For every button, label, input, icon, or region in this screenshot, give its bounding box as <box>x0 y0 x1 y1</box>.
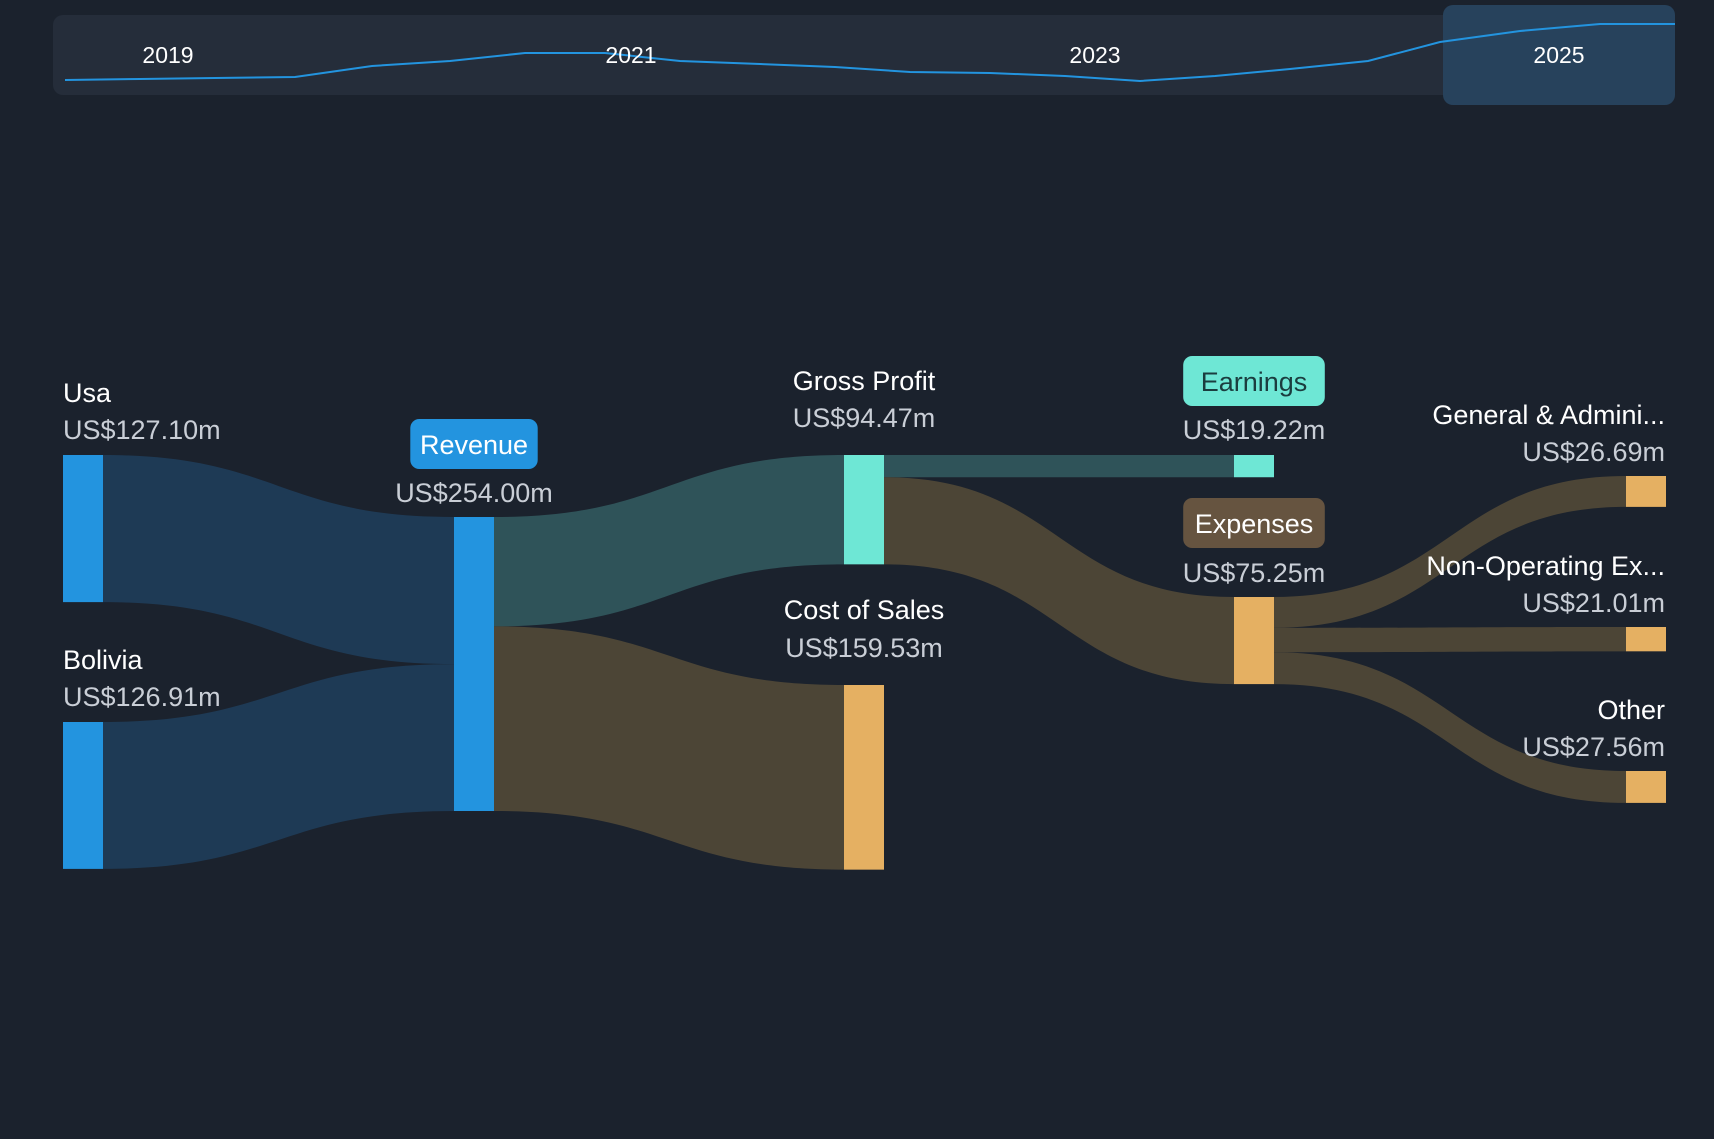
timeline-year-2025[interactable]: 2025 <box>1533 42 1584 68</box>
badge-revenue <box>410 419 538 469</box>
badge-earnings <box>1183 356 1325 406</box>
label-gross_profit-name: Gross Profit <box>793 366 936 396</box>
label-cost_of_sales-value: US$159.53m <box>785 633 943 663</box>
label-expenses-name: Expenses <box>1195 509 1314 539</box>
sankey-labels: UsaUS$127.10mBoliviaUS$126.91mRevenueUS$… <box>63 356 1665 762</box>
node-general_admin-bar[interactable] <box>1626 476 1666 507</box>
label-bolivia-name: Bolivia <box>63 645 144 675</box>
link-expenses-to-other <box>1274 652 1626 803</box>
link-gross_profit-to-expenses <box>884 477 1234 685</box>
badge-expenses <box>1183 498 1325 548</box>
label-general_admin-name: General & Admini... <box>1432 400 1665 430</box>
sankey-nodes <box>63 455 1666 870</box>
label-non_operating-value: US$21.01m <box>1522 588 1665 618</box>
timeline-year-2021[interactable]: 2021 <box>605 42 656 68</box>
label-earnings-name: Earnings <box>1201 367 1308 397</box>
label-general_admin-value: US$26.69m <box>1522 437 1665 467</box>
timeline-background <box>53 15 1675 95</box>
timeline-year-2023[interactable]: 2023 <box>1069 42 1120 68</box>
node-non_operating-bar[interactable] <box>1626 627 1666 652</box>
sankey-links <box>103 455 1626 870</box>
node-revenue-bar[interactable] <box>454 517 494 811</box>
label-gross_profit-value: US$94.47m <box>793 403 936 433</box>
label-other-name: Other <box>1597 695 1665 725</box>
label-cost_of_sales-name: Cost of Sales <box>784 595 945 625</box>
label-revenue-value: US$254.00m <box>395 478 553 508</box>
node-expenses-bar[interactable] <box>1234 597 1274 685</box>
node-other-bar[interactable] <box>1626 771 1666 803</box>
node-cost_of_sales-bar[interactable] <box>844 685 884 870</box>
link-gross_profit-to-earnings <box>884 455 1234 478</box>
label-non_operating-name: Non-Operating Ex... <box>1426 551 1665 581</box>
timeline-selected-range[interactable] <box>1443 5 1675 105</box>
node-earnings-bar[interactable] <box>1234 455 1274 478</box>
link-expenses-to-general_admin <box>1274 476 1626 628</box>
node-gross_profit-bar[interactable] <box>844 455 884 565</box>
label-expenses-value: US$75.25m <box>1183 558 1326 588</box>
timeline-trend-line <box>64 23 1675 83</box>
link-revenue-to-cost_of_sales <box>494 626 844 870</box>
timeline-year-2019[interactable]: 2019 <box>142 42 193 68</box>
label-usa-value: US$127.10m <box>63 415 221 445</box>
label-usa-name: Usa <box>63 378 112 408</box>
label-earnings-value: US$19.22m <box>1183 415 1326 445</box>
timeline-navigator[interactable]: 2019 2021 2023 2025 <box>53 5 1675 105</box>
label-revenue-name: Revenue <box>420 430 528 460</box>
link-revenue-to-gross_profit <box>494 455 844 627</box>
label-other-value: US$27.56m <box>1522 732 1665 762</box>
label-bolivia-value: US$126.91m <box>63 682 221 712</box>
link-expenses-to-non_operating <box>1274 627 1626 653</box>
link-usa-to-revenue <box>103 455 454 665</box>
node-bolivia-bar[interactable] <box>63 722 103 869</box>
link-bolivia-to-revenue <box>103 664 454 869</box>
node-usa-bar[interactable] <box>63 455 103 603</box>
